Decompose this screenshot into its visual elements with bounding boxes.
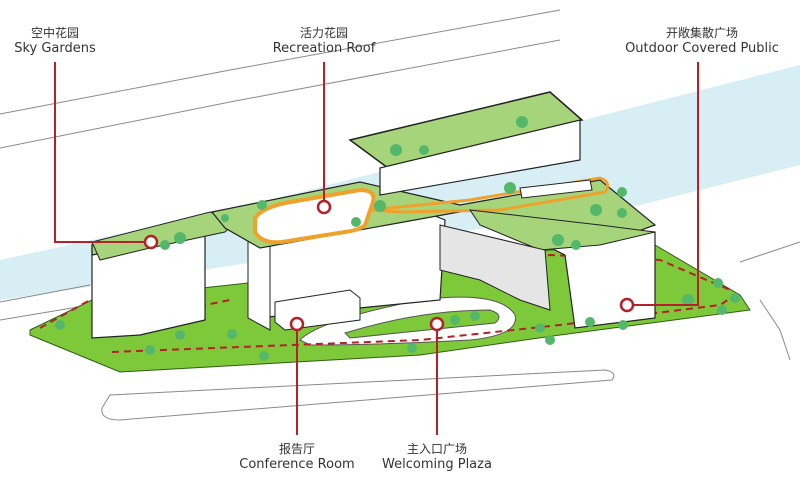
marker-circles — [143, 199, 635, 332]
label-conference-room-zh: 报告厅 — [278, 442, 315, 456]
label-recreation-roof: 活力花园 Recreation Roof — [259, 26, 389, 56]
marker-welcoming-plaza — [429, 316, 445, 332]
roof-light-well — [519, 179, 593, 199]
top-tower-front — [379, 119, 581, 196]
trees — [55, 116, 740, 361]
label-conference-room: 报告厅 Conference Room — [232, 442, 362, 472]
label-conference-room-en: Conference Room — [239, 457, 355, 472]
marker-recreation-roof — [316, 199, 332, 215]
leader-lines — [54, 62, 699, 435]
label-welcoming-plaza-zh: 主入口广场 — [406, 442, 467, 456]
marker-conference-room — [289, 316, 305, 332]
marker-sky-gardens — [143, 234, 159, 250]
label-recreation-roof-zh: 活力花园 — [299, 26, 348, 40]
label-welcoming-plaza: 主入口广场 Welcoming Plaza — [372, 442, 502, 472]
site-boundary — [39, 253, 741, 353]
label-outdoor-public: 开敞集散广场 Outdoor Covered Public — [612, 26, 792, 56]
label-welcoming-plaza-en: Welcoming Plaza — [382, 457, 492, 472]
label-recreation-roof-en: Recreation Roof — [272, 41, 376, 56]
road-lines — [0, 9, 800, 421]
plaza-island — [344, 309, 500, 339]
label-sky-gardens-zh: 空中花园 — [30, 26, 79, 40]
marker-outdoor-public — [619, 297, 635, 313]
ramp — [439, 224, 551, 311]
track-path — [369, 176, 610, 214]
running-track — [253, 187, 376, 245]
label-sky-gardens: 空中花园 Sky Gardens — [0, 26, 110, 56]
right-canopy — [468, 209, 656, 251]
label-sky-gardens-en: Sky Gardens — [14, 41, 96, 56]
left-tower-roof-top — [91, 211, 236, 261]
label-outdoor-public-zh: 开敞集散广场 — [665, 26, 738, 40]
top-tower-roof — [348, 91, 584, 169]
label-outdoor-public-en: Outdoor Covered Public — [625, 41, 779, 56]
